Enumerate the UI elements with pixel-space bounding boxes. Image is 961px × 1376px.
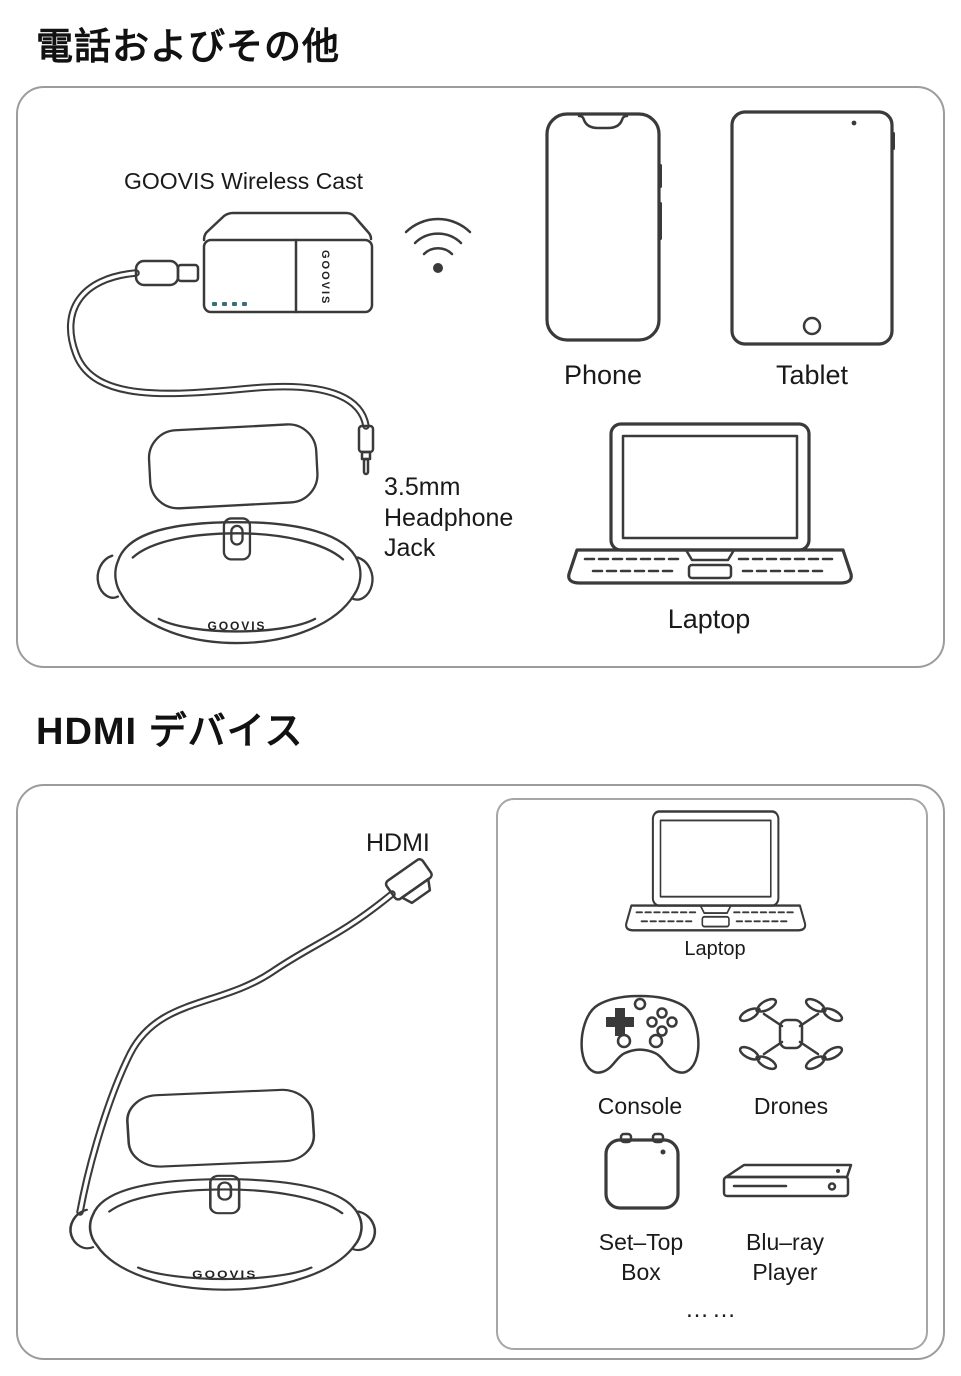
console-illustration [580,994,700,1074]
usb-plug-icon [134,259,200,287]
wireless-cast-device-illustration: GOOVIS [134,211,374,314]
console-label: Console [597,1093,683,1119]
laptop-illustration [625,810,807,932]
phone-illustration [545,112,662,342]
bluray-label-line1: Blu–ray [746,1229,824,1255]
jack-label: 3.5mm Headphone Jack [384,472,554,564]
wireless-cast-label: GOOVIS Wireless Cast [124,168,363,194]
usb-cable [67,269,370,430]
drone-illustration [738,997,844,1071]
hdmi-plug-icon [384,858,433,905]
bluray-player-illustration [722,1163,853,1198]
laptop-label: Laptop [667,604,751,634]
hdmi-cable [76,890,396,1216]
laptop-label: Laptop [684,938,746,960]
phone-label: Phone [563,360,643,390]
headset-illustration: GOOVIS [96,423,374,645]
wifi-icon [404,217,472,273]
hdmi-devices-box: Laptop Console [496,798,928,1350]
headset-brand-text: GOOVIS [192,1268,257,1281]
hdmi-section-artwork: GOOVIS [69,858,433,1291]
jack-label-line3: Jack [384,534,436,562]
hdmi-section-title: HDMI デバイス [36,711,304,753]
jack-label-line2: Headphone [384,503,514,532]
bluray-label: Blu–ray Player [710,1228,860,1288]
phone-section-panel: GOOVIS Wireless Cast GOOVIS [16,86,945,668]
phone-section-artwork: GOOVIS GOOVIS [67,110,895,645]
hdmi-cable-label: HDMI [366,829,430,857]
headset-illustration: GOOVIS [69,1088,377,1291]
settop-label-line2: Box [621,1258,661,1285]
phone-section-title: 電話およびその他 [36,26,340,67]
drones-label: Drones [753,1093,829,1119]
jack-label-line1: 3.5mm [384,473,461,501]
tablet-label: Tablet [775,360,849,390]
headset-brand-text: GOOVIS [208,619,267,633]
settop-label-line1: Set–Top [598,1229,684,1255]
headphone-jack-illustration [357,424,375,476]
settop-label: Set–Top Box [576,1228,706,1288]
settop-box-illustration [604,1132,680,1210]
more-devices-ellipsis: …… [685,1296,739,1323]
bluray-label-line2: Player [752,1258,818,1285]
tablet-illustration [730,110,895,346]
cast-brand-text: GOOVIS [319,250,331,305]
laptop-illustration [567,422,853,585]
hdmi-section-panel: HDMI GOOVIS [16,784,945,1360]
